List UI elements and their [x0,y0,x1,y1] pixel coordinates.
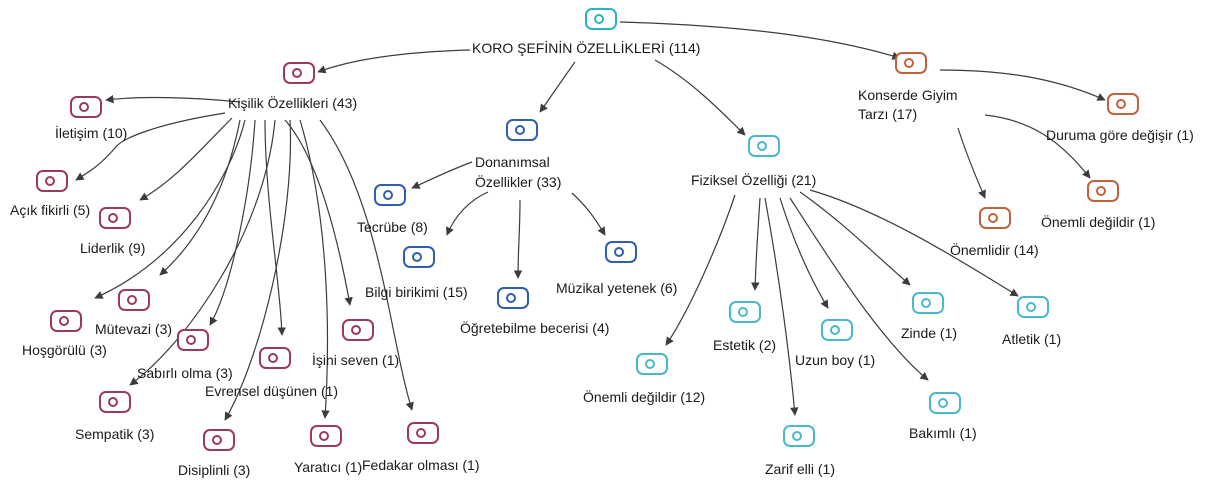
leaf-onemlidir-icon [979,207,1011,229]
donanim-label-line1: Donanımsal [475,154,550,170]
edge-arrow [799,191,911,286]
edge-arrow [209,119,256,326]
leaf-fedakar-label: Fedakar olması (1) [362,457,480,473]
edge-arrow [411,161,473,189]
leaf-mutevazi-icon [118,289,150,311]
edge-arrow [224,119,292,421]
edge-arrow [264,119,286,336]
leaf-onemli-degildir-g-icon [1087,180,1119,202]
leaf-fedakar-icon [407,422,439,444]
edge-arrow [284,119,353,306]
edge-arrow [571,192,606,236]
leaf-bilgi-icon [403,246,435,268]
leaf-ogretebilme-icon [497,287,529,309]
leaf-ogretebilme-label: Öğretebilme becerisi (4) [460,320,610,336]
edge-arrow [939,69,1106,101]
edge-arrow [789,197,929,381]
donanim-label-line2: Özellikler (33) [475,174,562,190]
leaf-evrensel-icon [259,347,291,369]
leaf-duruma-gore-icon [1107,93,1139,115]
leaf-onemli-degildir-g-label: Önemli değildir (1) [1041,214,1156,230]
leaf-bakimli-label: Bakımlı (1) [909,425,977,441]
edge-arrow [539,61,576,113]
leaf-muzikal-icon [605,241,637,263]
leaf-zarif-label: Zarif elli (1) [765,461,836,477]
leaf-liderlik-label: Liderlik (9) [80,240,146,256]
leaf-iletisim-label: İletişim (10) [55,125,128,141]
edge-arrow [139,117,233,201]
leaf-zarif-icon [783,425,815,447]
leaf-tecrube-icon [374,184,406,206]
leaf-sabirli-icon [177,329,209,351]
edge-arrow [619,21,901,60]
giyim-label-line1: Konserde Giyim [858,87,958,103]
leaf-yaratici-label: Yaratıcı (1) [294,459,363,475]
edge-arrow [665,194,736,346]
leaf-tecrube-label: Tecrübe (8) [357,219,428,235]
leaf-bilgi-label: Bilgi birikimi (15) [365,284,468,300]
leaf-atletik-label: Atletik (1) [1002,331,1062,347]
edge-arrow [654,59,746,136]
leaf-yaratici-icon [310,425,342,447]
leaf-estetik-icon [729,301,761,323]
leaf-isini-seven-icon [342,319,374,341]
leaf-uzun-boy-label: Uzun boy (1) [795,352,876,368]
leaf-sempatik-label: Sempatik (3) [75,426,155,442]
edge-arrow [957,127,986,199]
leaf-uzun-boy-icon [821,319,853,341]
edge-arrow [299,119,330,419]
leaf-bakimli-icon [929,392,961,414]
edge-arrow [317,49,471,74]
edge-arrow [513,199,523,279]
root-node-icon [585,8,617,30]
edge-arrow [764,197,799,416]
leaf-onemlidir-label: Önemlidir (14) [950,242,1039,258]
kisilik-node-icon [283,62,315,84]
leaf-acik-fikirli-label: Açık fikirli (5) [10,202,91,218]
leaf-liderlik-icon [99,207,131,229]
giyim-node-icon [895,52,927,74]
edge-arrow [445,191,489,236]
kisilik-label: Kişilik Özellikleri (43) [228,95,358,111]
leaf-zinde-icon [912,292,944,314]
edge-arrow [75,112,226,181]
donanim-node-icon [506,119,538,141]
leaf-sabirli-label: Sabırlı olma (3) [137,365,233,381]
leaf-mutevazi-label: Mütevazi (3) [95,321,173,337]
fiziksel-node-icon [748,135,780,157]
edge-arrow [984,114,1091,179]
leaf-hosgorulu-label: Hoşgörülü (3) [22,342,107,358]
giyim-label-line2: Tarzı (17) [858,106,918,122]
edge-arrow [94,119,246,299]
edge-arrow [105,94,241,104]
leaf-estetik-label: Estetik (2) [713,337,777,353]
leaf-acik-fikirli-icon [36,170,68,192]
edge-arrow [129,119,276,386]
leaf-disiplinli-label: Disiplinli (3) [178,462,251,478]
leaf-muzikal-label: Müzikal yetenek (6) [556,280,678,296]
leaf-duruma-gore-label: Duruma göre değişir (1) [1046,127,1194,143]
edge-arrow [809,189,1019,297]
leaf-sempatik-icon [99,391,131,413]
root-label: KORO ŞEFİNİN ÖZELLİKLERİ (114) [472,40,701,56]
edge-arrow [751,197,761,291]
edge-arrow [159,119,241,276]
leaf-atletik-icon [1017,296,1049,318]
leaf-isini-seven-label: İşini seven (1) [312,352,400,368]
leaf-iletisim-icon [70,96,102,118]
leaf-hosgorulu-icon [50,310,82,332]
leaf-disiplinli-icon [203,429,235,451]
leaf-evrensel-label: Evrensel düşünen (1) [205,383,339,399]
leaf-onemli-degildir-f-icon [636,353,668,375]
leaf-zinde-label: Zinde (1) [901,325,958,341]
edge-arrow [319,119,414,411]
fiziksel-label: Fiziksel Özelliği (21) [691,172,817,188]
leaf-onemli-degildir-f-label: Önemli değildir (12) [583,389,706,405]
edge-arrow [779,197,829,309]
